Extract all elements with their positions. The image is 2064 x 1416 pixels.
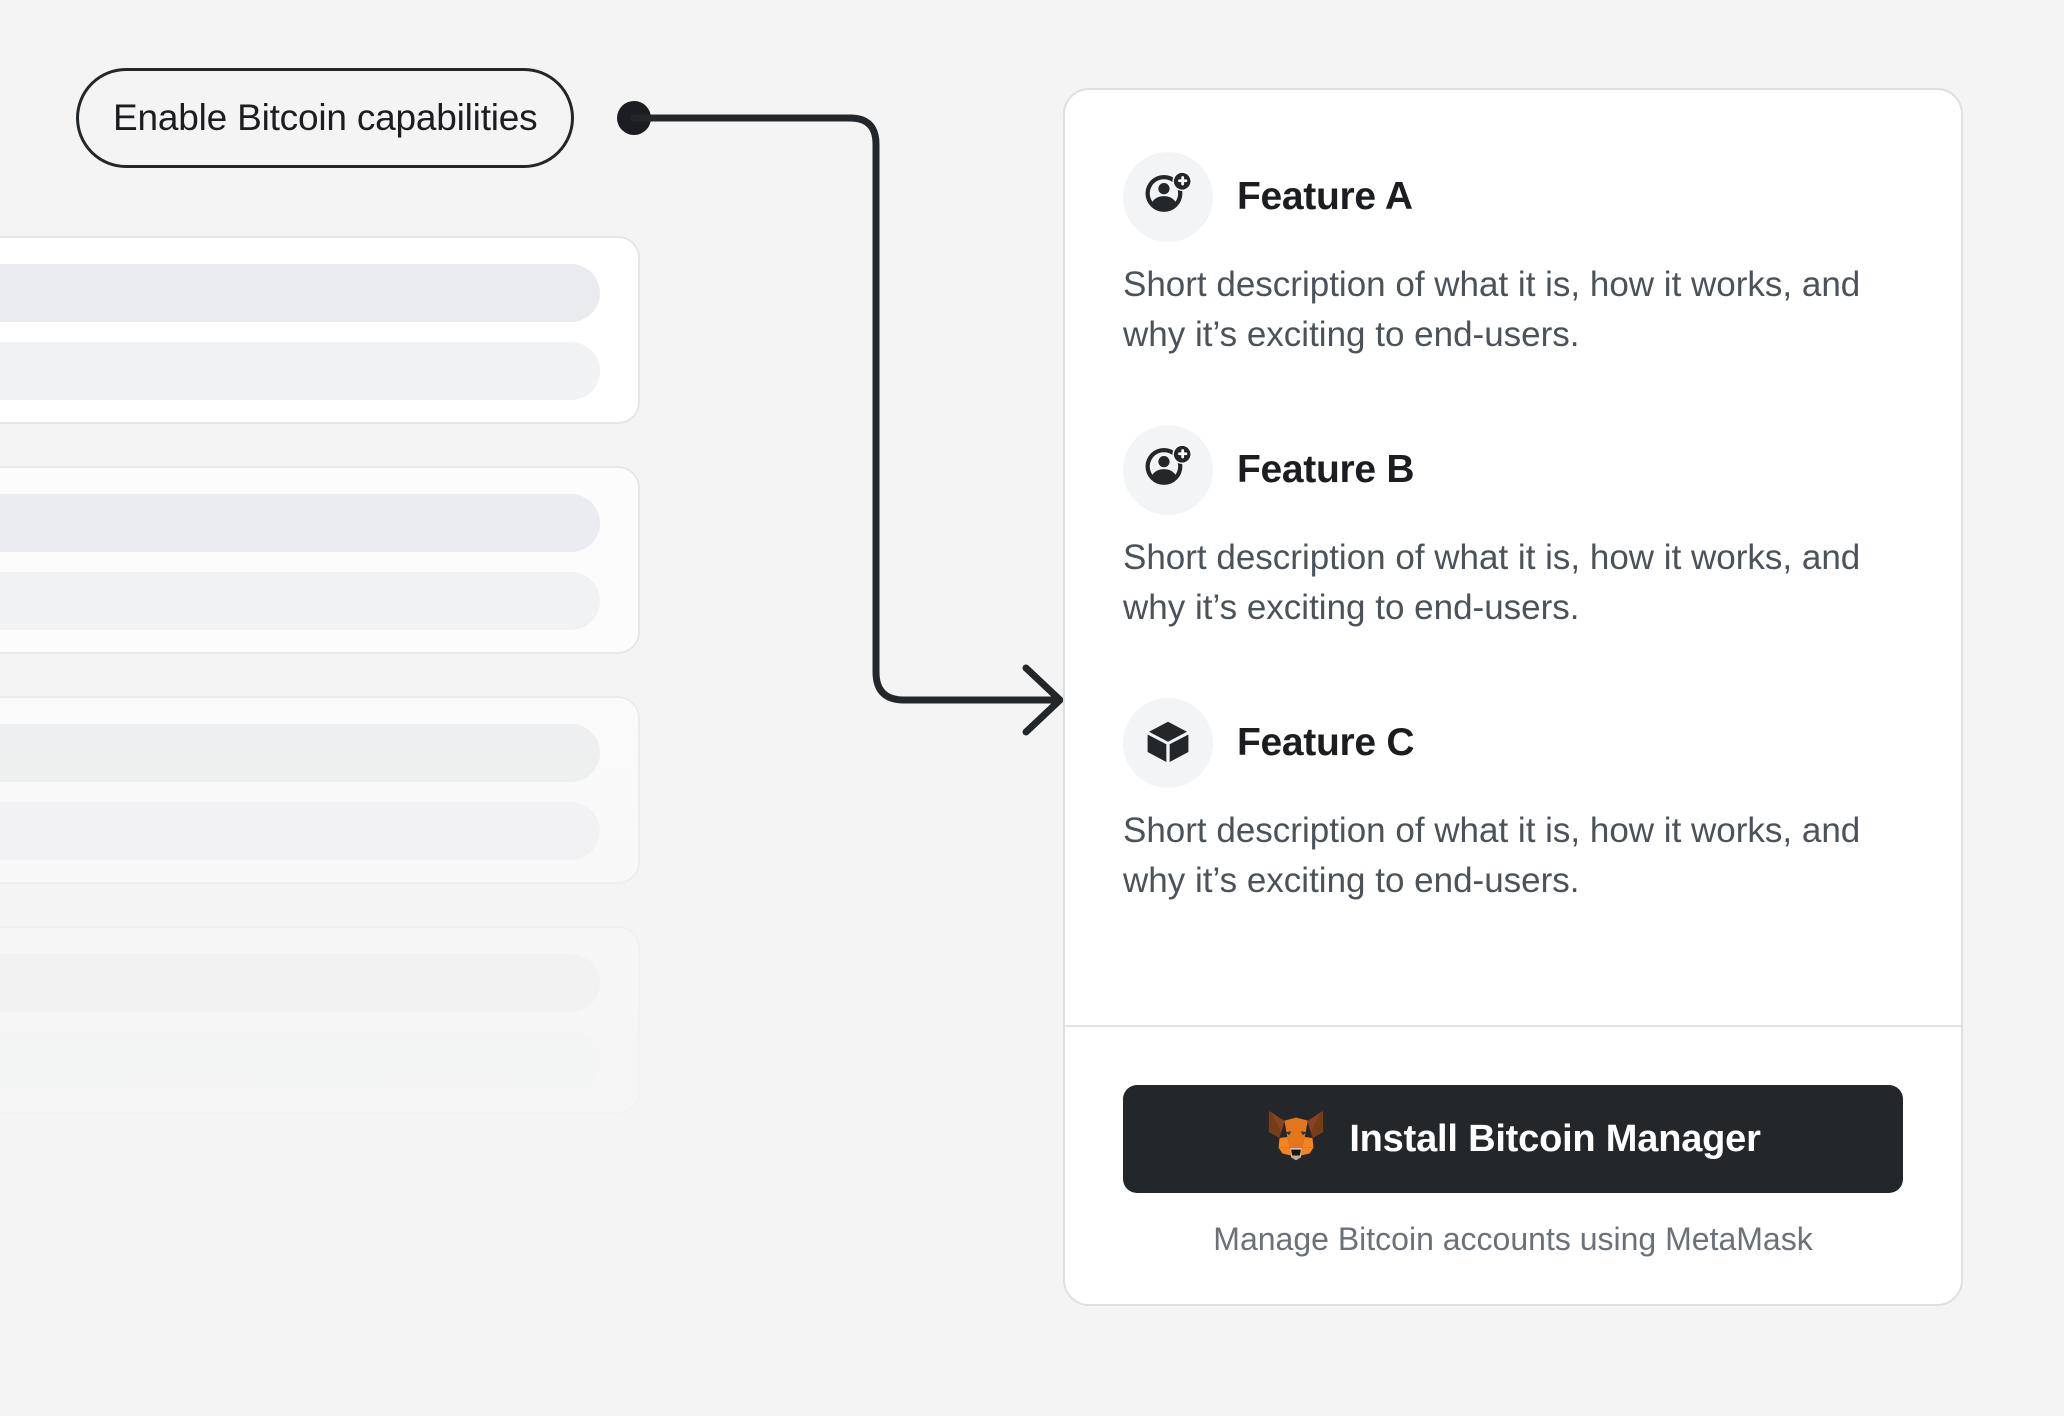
skeleton-bar-primary	[0, 264, 600, 322]
add-account-icon	[1123, 424, 1213, 515]
feature-title: Feature C	[1237, 720, 1415, 764]
feature-row: Feature C Short description of what it i…	[1123, 697, 1903, 907]
cube-icon	[1123, 697, 1213, 788]
feature-row: Feature B Short description of what it i…	[1123, 424, 1903, 634]
install-bitcoin-manager-button[interactable]: Install Bitcoin Manager	[1123, 1085, 1903, 1193]
callout-pill-label: Enable Bitcoin capabilities	[113, 97, 538, 138]
skeleton-bar-primary	[0, 1184, 600, 1242]
skeleton-bar-secondary	[0, 1262, 600, 1320]
feature-row: Feature A Short description of what it i…	[1123, 152, 1903, 361]
feature-title: Feature A	[1237, 175, 1413, 218]
card-divider	[1065, 1025, 1961, 1027]
skeleton-bar-secondary	[0, 1032, 600, 1090]
connector-dot	[617, 101, 651, 135]
feature-card: Feature A Short description of what it i…	[1063, 88, 1963, 1306]
skeleton-card	[0, 236, 640, 424]
skeleton-bar-primary	[0, 494, 600, 552]
feature-description: Short description of what it is, how it …	[1123, 265, 1861, 355]
feature-header: Feature B	[1123, 424, 1903, 515]
feature-description: Short description of what it is, how it …	[1123, 810, 1861, 900]
skeleton-card	[0, 466, 640, 654]
install-section: Install Bitcoin Manager Manage Bitcoin a…	[1065, 1027, 1961, 1304]
feature-title: Feature B	[1237, 447, 1415, 491]
arrow-right-icon	[1022, 664, 1064, 736]
connector-path	[630, 114, 1062, 704]
skeleton-bar-secondary	[0, 802, 600, 860]
metamask-fox-icon	[1265, 1108, 1327, 1171]
skeleton-bar-secondary	[0, 572, 600, 630]
feature-header: Feature A	[1123, 152, 1903, 242]
install-button-label: Install Bitcoin Manager	[1349, 1117, 1761, 1160]
install-caption: Manage Bitcoin accounts using MetaMask	[1213, 1221, 1813, 1257]
features-section: Feature A Short description of what it i…	[1065, 90, 1961, 1025]
feature-header: Feature C	[1123, 697, 1903, 788]
feature-description: Short description of what it is, how it …	[1123, 537, 1861, 628]
skeleton-bar-primary	[0, 724, 600, 782]
add-account-icon	[1123, 152, 1213, 242]
background-skeleton-stack	[0, 236, 640, 1416]
callout-pill: Enable Bitcoin capabilities	[76, 68, 575, 168]
skeleton-card	[0, 926, 640, 1114]
skeleton-card	[0, 1156, 640, 1344]
skeleton-bar-secondary	[0, 342, 600, 400]
skeleton-bar-primary	[0, 954, 600, 1012]
skeleton-card	[0, 696, 640, 884]
